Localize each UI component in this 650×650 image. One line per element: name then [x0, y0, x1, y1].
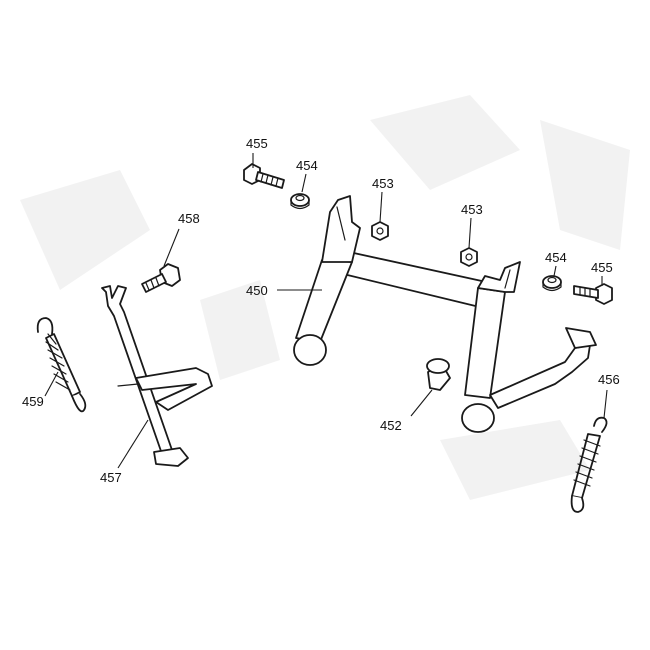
- callout-458: 458: [178, 211, 200, 226]
- rubber-stop-452: [426, 358, 451, 391]
- callout-450: 450: [246, 283, 268, 298]
- callout-453-right: 453: [461, 202, 483, 217]
- center-stand-450: [293, 195, 597, 433]
- bolt-455-right: [573, 283, 613, 305]
- bushing-454-left: [290, 193, 310, 210]
- callout-454-right: 454: [545, 250, 567, 265]
- pivot-bolt-458: [141, 263, 181, 293]
- nut-453-right: [460, 247, 478, 267]
- side-stand-457: [101, 285, 213, 467]
- callout-453-left: 453: [372, 176, 394, 191]
- nut-453-left: [371, 221, 389, 241]
- callout-452: 452: [380, 418, 402, 433]
- callout-459: 459: [22, 394, 44, 409]
- callout-455-right: 455: [591, 260, 613, 275]
- callout-454-left: 454: [296, 158, 318, 173]
- callout-labels: 455 454 453 453 454 455 450 452 456 458 …: [22, 136, 620, 485]
- bushing-454-right: [542, 275, 562, 292]
- callout-455-left: 455: [246, 136, 268, 151]
- callout-456: 456: [598, 372, 620, 387]
- bolt-455-left: [243, 163, 285, 189]
- leader-lines: [44, 153, 608, 469]
- callout-457: 457: [100, 470, 122, 485]
- watermark: [20, 95, 630, 500]
- spring-459: [36, 317, 87, 413]
